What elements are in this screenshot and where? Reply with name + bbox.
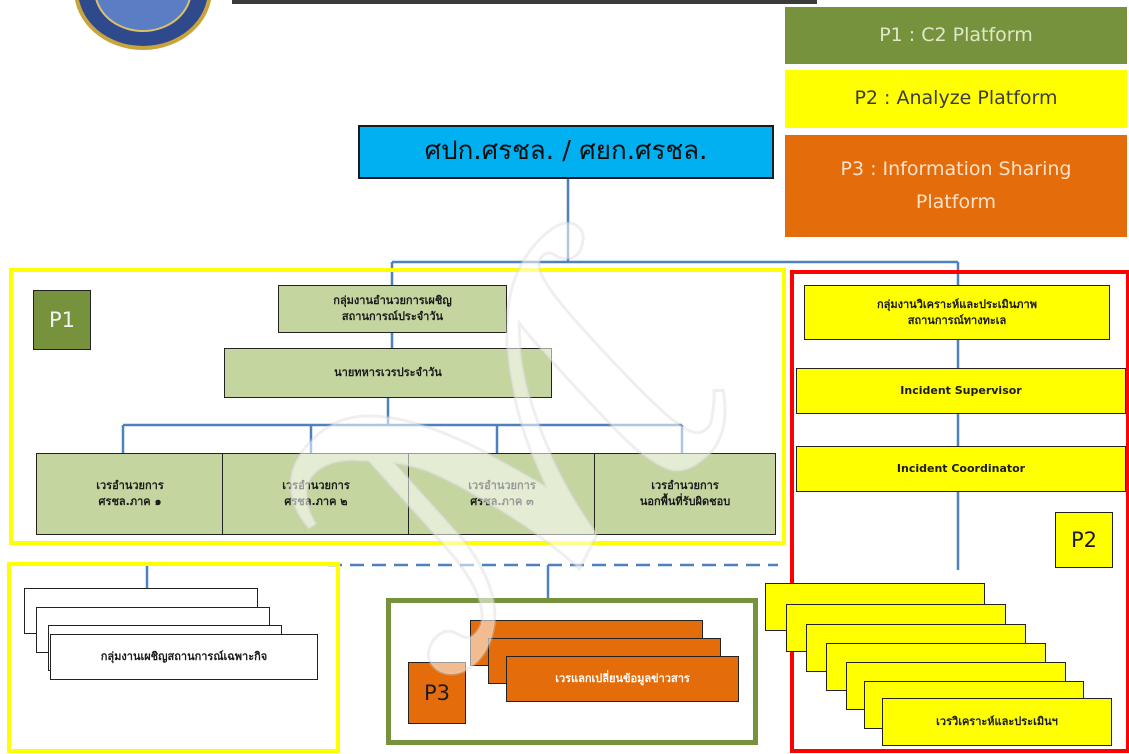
p3-frame <box>386 598 758 745</box>
header-title-strip <box>232 0 817 4</box>
p2-tag: P2 <box>1055 512 1113 568</box>
p1-duty-officer: นายทหารเวรประจำวัน <box>224 348 552 398</box>
p1-shift-3: เวรอำนวยการ ศรชล.ภาค ๓ <box>408 453 596 535</box>
special-frame <box>7 562 340 753</box>
p1-shift-1: เวรอำนวยการ ศรชล.ภาค ๑ <box>36 453 224 535</box>
p1-shift-2: เวรอำนวยการ ศรชล.ภาค ๒ <box>222 453 410 535</box>
p2-incident-supervisor: Incident Supervisor <box>796 368 1126 414</box>
p2-analysis-shift: เวรวิเคราะห์และประเมินฯ <box>882 698 1112 746</box>
p2-frame <box>790 270 1129 753</box>
p3-exchange-box: เวรแลกเปลี่ยนข้อมูลข่าวสาร <box>506 656 739 702</box>
p2-incident-coordinator: Incident Coordinator <box>796 446 1126 492</box>
p1-shift-4: เวรอำนวยการ นอกพื้นที่รับผิดชอบ <box>594 453 776 535</box>
legend-p2: P2 : Analyze Platform <box>785 70 1127 128</box>
top-command-box: ศปก.ศรชล. / ศยก.ศรชล. <box>358 125 774 179</box>
p1-tag: P1 <box>33 290 91 350</box>
p1-frame <box>9 268 786 545</box>
legend-p1: P1 : C2 Platform <box>785 7 1127 64</box>
p3-tag: P3 <box>408 662 466 724</box>
legend-p3: P3 : Information Sharing Platform <box>785 135 1127 237</box>
special-group-box: กลุ่มงานเผชิญสถานการณ์เฉพาะกิจ <box>50 634 318 680</box>
p2-analysis-group: กลุ่มงานวิเคราะห์และประเมินภาพ สถานการณ์… <box>804 285 1110 340</box>
p1-group-head: กลุ่มงานอำนวยการเผชิญ สถานการณ์ประจำวัน <box>278 285 507 333</box>
